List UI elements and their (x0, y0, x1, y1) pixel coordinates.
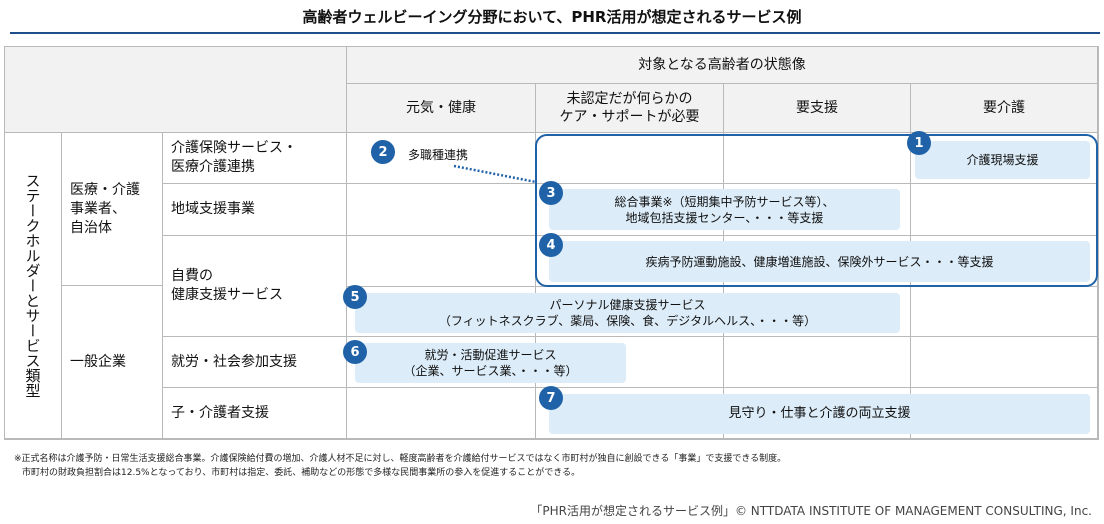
row-label-self-pay-health: 自費の 健康支援サービス (163, 236, 347, 337)
page-title: 高齢者ウェルビーイング分野において、PHR活用が想定されるサービス例 (302, 8, 802, 26)
column-header-support-required: 要支援 (724, 84, 911, 133)
badge-2: 2 (371, 140, 395, 164)
connector-dotted-line (453, 164, 537, 184)
service-box-care-site-support: 介護現場支援 (915, 141, 1090, 179)
service-matrix-table (4, 46, 1099, 440)
column-header-care-required: 要介護 (911, 84, 1098, 133)
stakeholder-label: ステークホルダーとサービス類型 (5, 133, 62, 439)
footnote-line-1: ※正式名称は介護予防・日常生活支援総合事業。介護保険給付費の増加、介護人材不足に… (14, 454, 787, 464)
service-box-employment-activity: 就労・活動促進サービス （企業、サービス業、・・・等） (355, 343, 626, 383)
row-label-employment: 就労・社会参加支援 (163, 337, 347, 388)
badge-3: 3 (539, 181, 563, 205)
row-label-caregiver-support: 子・介護者支援 (163, 388, 347, 439)
service-box-personal-health: パーソナル健康支援サービス （フィットネスクラブ、薬局、保険、食、デジタルヘルス… (355, 293, 900, 333)
badge-5: 5 (343, 285, 367, 309)
header-corner (5, 47, 347, 133)
row-label-care-insurance: 介護保険サービス・ 医療介護連携 (163, 133, 347, 184)
title-underline (10, 32, 1100, 34)
badge-7: 7 (539, 386, 563, 410)
footnote-line-2: 市町村の財政負担割合は12.5%となっており、市町村は指定、委託、補助などの形態… (22, 468, 581, 478)
header-group-label: 対象となる高齢者の状態像 (347, 47, 1098, 84)
copyright-credit: 「PHR活用が想定されるサービス例」© NTTDATA INSTITUTE OF… (530, 504, 1092, 518)
row-label-regional-support: 地域支援事業 (163, 184, 347, 236)
badge-4: 4 (539, 233, 563, 257)
service-box-disease-prevention: 疾病予防運動施設、健康増進施設、保険外サービス・・・等支援 (549, 241, 1090, 282)
service-box-watching-caregiving: 見守り・仕事と介護の両立支援 (549, 394, 1090, 434)
column-header-unrecognized: 未認定だが何らかの ケア・サポートが必要 (536, 84, 724, 133)
service-label-multi-profession: 多職種連携 (408, 148, 469, 162)
badge-6: 6 (343, 340, 367, 364)
service-box-general-program: 総合事業※（短期集中予防サービス等）、 地域包括支援センター、・・・等支援 (549, 189, 900, 230)
group-companies: 一般企業 (62, 286, 163, 439)
highlight-outline (535, 134, 1098, 287)
column-header-healthy: 元気・健康 (347, 84, 536, 133)
group-medical-care: 医療・介護 事業者、 自治体 (62, 133, 163, 286)
badge-1: 1 (907, 131, 931, 155)
